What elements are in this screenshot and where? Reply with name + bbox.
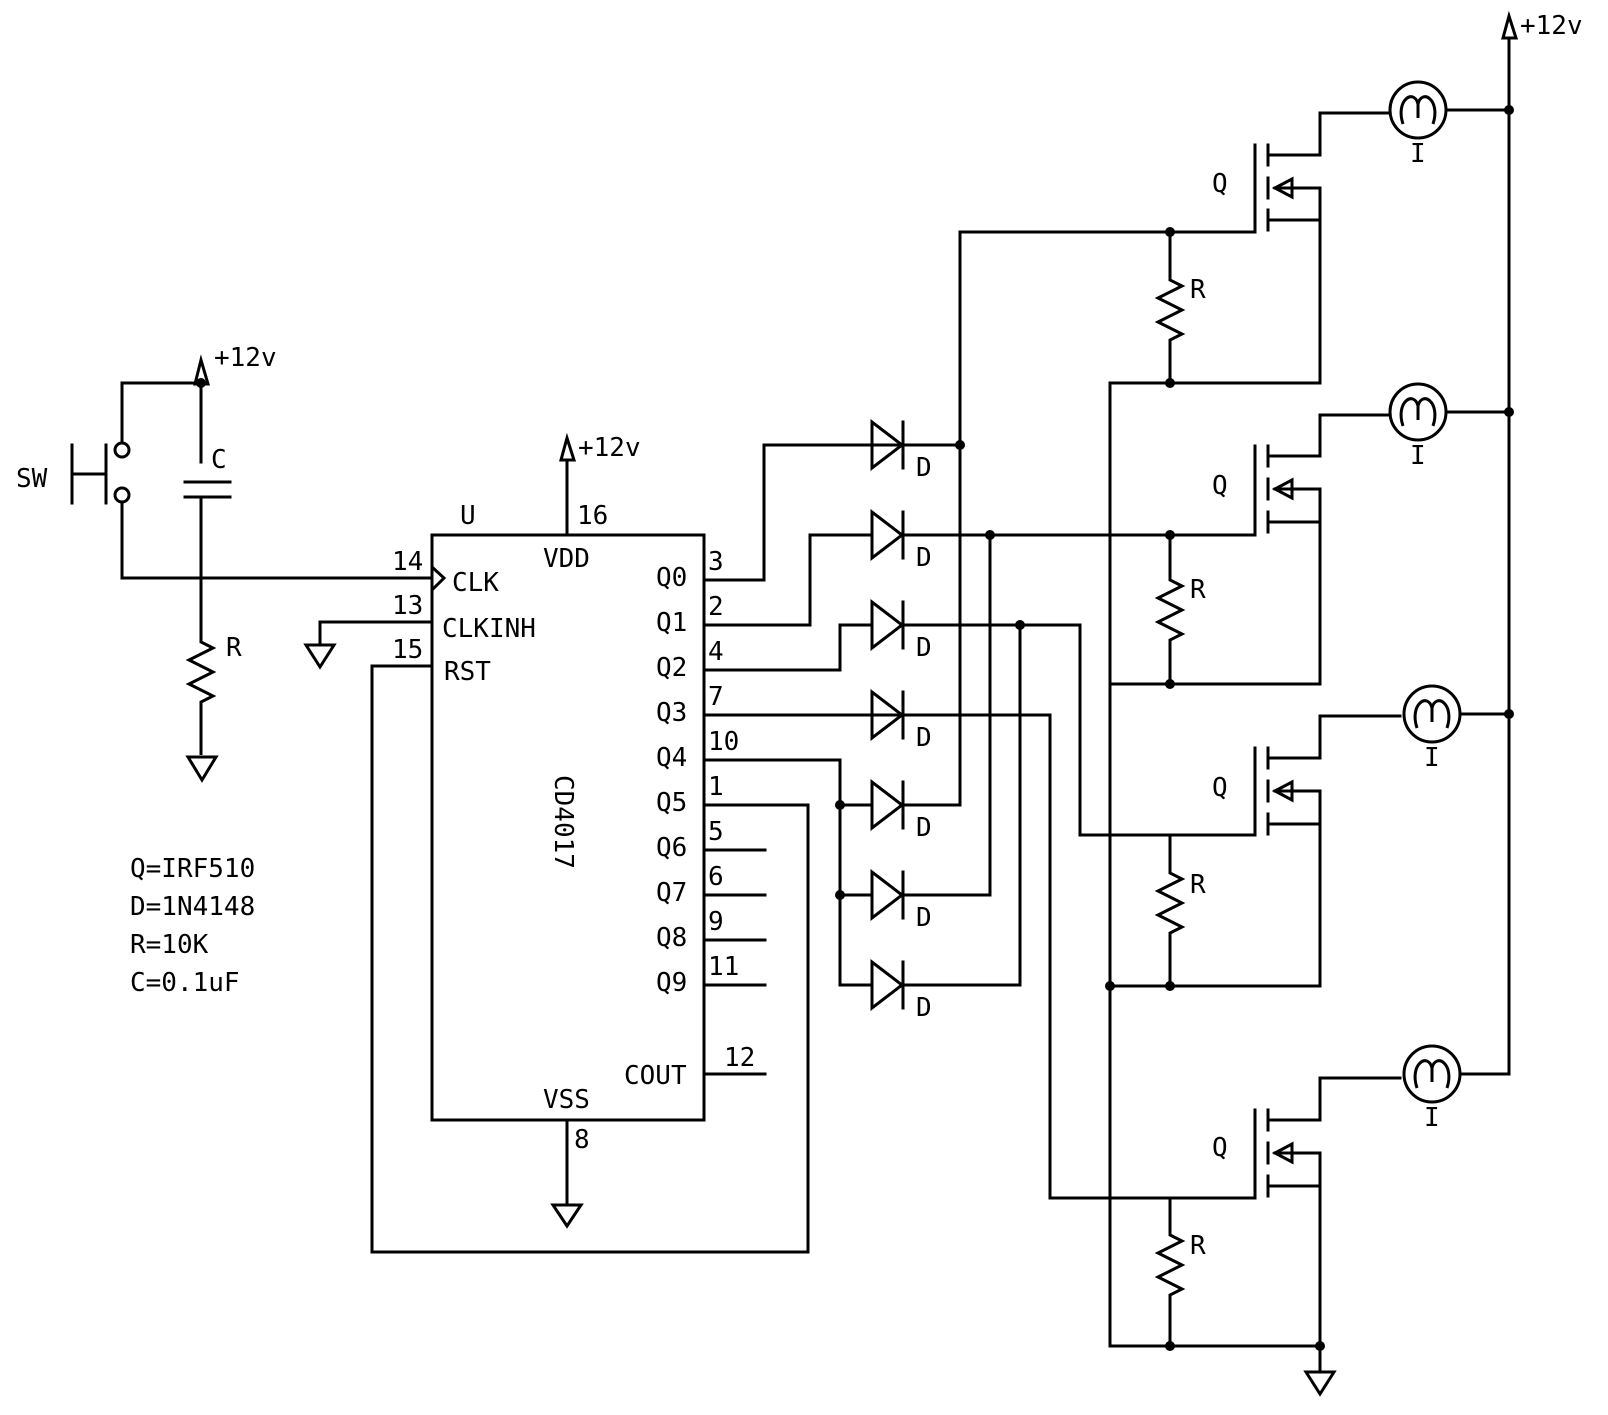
pin-q8: 9 [708,907,724,937]
diode-7-label: D [916,993,932,1023]
ic-clk-label: CLK [452,568,499,598]
supply-rail-right: +12v [1501,10,1583,1076]
bom-legend: Q=IRF510 D=1N4148 R=10K C=0.1uF [130,854,255,998]
lamp-2: I [1388,382,1511,471]
push-switch: SW [16,381,131,580]
diode-3-label: D [916,633,932,663]
bom-r: R=10K [130,930,209,960]
diode-4: D [870,688,932,753]
ic-q8-label: Q8 [656,923,687,953]
pin-rst: 15 [392,635,423,665]
pin-q6: 5 [708,817,724,847]
pin-q3: 7 [708,682,724,712]
diode-6-label: D [916,903,932,933]
mosfet-4: Q [1212,1076,1402,1348]
ground-symbol-right [1303,1370,1337,1397]
gate-resistor-4: R [1154,1198,1206,1346]
ic-ref: U [460,501,476,531]
pin-q5: 1 [708,772,724,802]
bom-d: D=1N4148 [130,892,255,922]
ic-rst-label: RST [444,657,491,687]
diode-1: D [868,418,932,483]
ic-vdd-label: VDD [543,544,590,574]
mosfet-4-label: Q [1212,1133,1228,1163]
ground-symbol-ic [550,1203,584,1229]
diode-3: D [870,598,932,663]
switch-label: SW [16,464,48,494]
pin-q7: 6 [708,862,724,892]
lamp-1-label: I [1410,139,1426,169]
ic-q0-label: Q0 [656,563,687,593]
diode-2: D [870,508,932,573]
ic-q4-label: Q4 [656,743,687,773]
mosfet-1: Q [1212,111,1392,385]
source-return-bus [1105,378,1337,1397]
lamp-2-label: I [1410,441,1426,471]
cd4017-ic: U CD4017 +12v 16 VDD 8 VSS 14 CLK 13 CLK… [303,432,810,1254]
pin-cout: 12 [724,1043,755,1073]
gate-resistor-3-label: R [1190,870,1206,900]
supply-label-left: +12v [214,343,277,373]
ic-q9-label: Q9 [656,968,687,998]
ic-q3-label: Q3 [656,698,687,728]
ic-vss-label: VSS [543,1085,590,1115]
pin-q1: 2 [708,592,724,622]
ic-q1-label: Q1 [656,608,687,638]
mosfet-3-label: Q [1212,773,1228,803]
gate-resistor-2: R [1154,530,1206,684]
pin-clk: 14 [392,547,423,577]
mosfet-2: Q [1212,413,1392,686]
pin-clkinh: 13 [392,591,423,621]
supply-symbol-left: +12v [193,343,277,386]
ic-q6-label: Q6 [656,833,687,863]
ground-symbol [185,755,219,783]
pin-vss: 8 [574,1125,590,1155]
diode-5: D [870,778,932,843]
supply-label-ic: +12v [578,433,641,463]
lamp-3: I [1402,684,1511,773]
gate-resistor-3: R [1154,835,1206,986]
gate-resistor-1: R [1154,227,1206,383]
pin-q4: 10 [708,727,739,757]
pin-q9: 11 [708,952,739,982]
bom-c: C=0.1uF [130,968,240,998]
pin-vdd: 16 [577,501,608,531]
gate-resistor-1-label: R [1190,275,1206,305]
diode-5-label: D [916,813,932,843]
diode-2-label: D [916,543,932,573]
ic-q2-label: Q2 [656,653,687,683]
diode-6: D [870,868,932,933]
supply-symbol-ic [559,432,577,462]
ic-cout-label: COUT [624,1061,687,1091]
mosfet-3: Q [1212,714,1402,988]
ic-clkinh-label: CLKINH [442,614,536,644]
capacitor-label: C [211,445,227,475]
ic-part: CD4017 [548,775,578,869]
lamp-4-label: I [1424,1103,1440,1133]
pin-q0: 3 [708,547,724,577]
ground-symbol-clkinh [303,643,337,670]
lamp-1: I [1388,80,1511,169]
pin-q2: 4 [708,637,724,667]
diode-4-label: D [916,723,932,753]
mosfet-2-label: Q [1212,471,1228,501]
resistor-clk-label: R [226,633,242,663]
ic-q7-label: Q7 [656,878,687,908]
mosfet-1-label: Q [1212,169,1228,199]
diode-1-label: D [916,453,932,483]
gate-resistor-2-label: R [1190,575,1206,605]
lamp-4: I [1402,1044,1511,1133]
supply-symbol-right [1501,10,1519,40]
debounce-section: +12v SW C R [16,343,434,783]
resistor-clk: R [185,633,242,755]
output-wiring [702,208,1257,1200]
supply-label-right: +12v [1520,11,1583,41]
gate-resistor-4-label: R [1190,1231,1206,1261]
diode-7: D [870,958,932,1023]
lamp-3-label: I [1424,743,1440,773]
capacitor-c: C [183,445,232,580]
ic-q5-label: Q5 [656,788,687,818]
bom-q: Q=IRF510 [130,854,255,884]
